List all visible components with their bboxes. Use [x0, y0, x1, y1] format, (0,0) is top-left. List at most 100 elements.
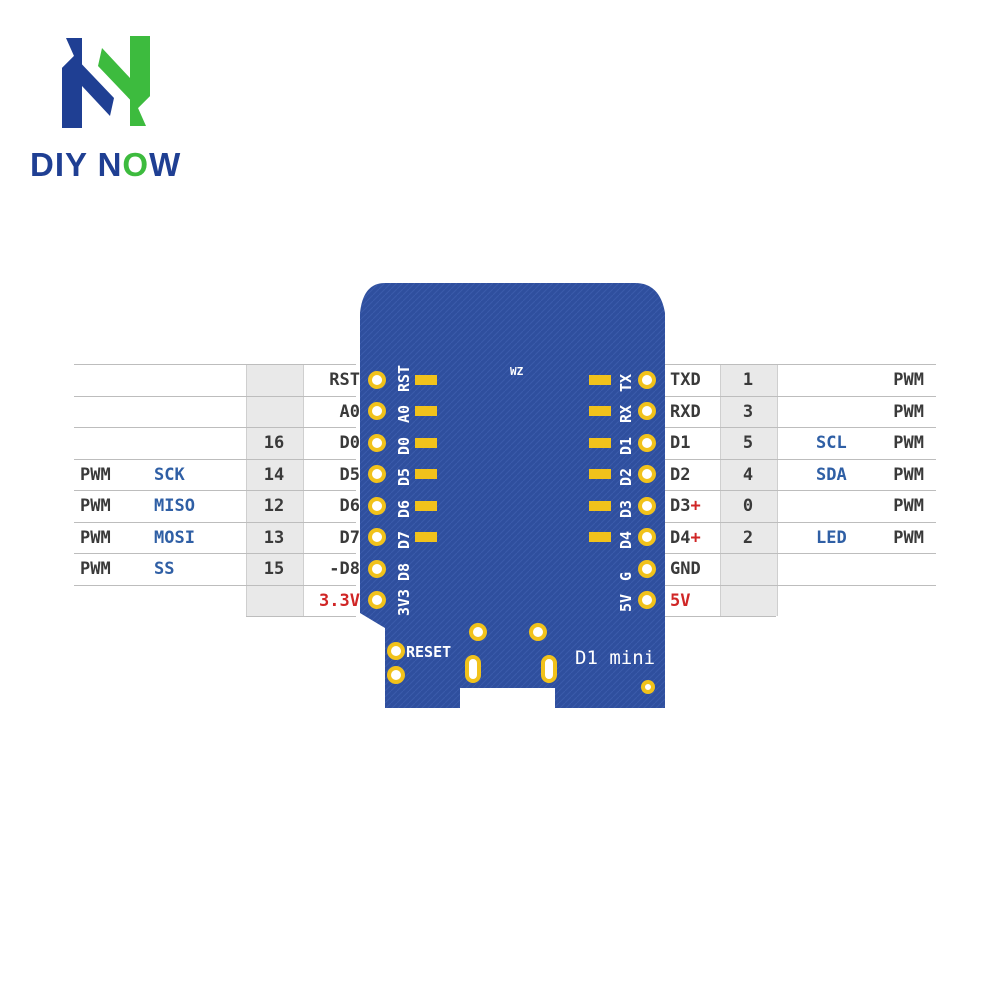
right-gpio-number: 0: [742, 496, 754, 516]
left-smd-pad: [415, 532, 437, 543]
left-gpio-number: [246, 586, 302, 616]
left-gpio-number: 15: [263, 559, 285, 579]
right-header-pad: [638, 591, 656, 610]
left-gpio-number: [246, 397, 302, 427]
right-row-line: [664, 521, 936, 523]
left-smd-pad: [415, 469, 437, 480]
diy-now-logo-icon: [62, 36, 150, 128]
reset-pad-1: [387, 642, 405, 660]
right-silk-label: 5V: [617, 594, 635, 613]
left-smd-pad: [415, 437, 437, 448]
right-pwm-label: PWM: [893, 433, 924, 453]
left-gpio-number: 12: [263, 496, 285, 516]
right-silk-label: RX: [617, 405, 635, 424]
left-function-label: SS: [154, 559, 175, 579]
right-gpio-number: 5: [742, 433, 754, 453]
left-smd-pad: [415, 406, 437, 417]
brand-name: DIY NOW: [30, 146, 200, 184]
left-gpio-number: 16: [263, 433, 285, 453]
left-header-pad: [368, 496, 386, 515]
right-silk-label: TX: [617, 373, 635, 392]
reset-pad-2: [387, 666, 405, 684]
left-row-line: [74, 584, 356, 586]
right-row-line: [664, 490, 936, 491]
left-pwm-label: PWM: [80, 527, 111, 548]
left-pin-label: 3.3V: [319, 590, 360, 611]
right-function-label: [816, 586, 876, 616]
right-pin-label: GND: [670, 554, 720, 584]
left-silk-label: D6: [395, 499, 413, 518]
right-pin-name: D4: [670, 527, 691, 548]
right-silk-label: D4: [617, 531, 635, 550]
left-pwm-label: [80, 365, 130, 395]
left-silk-label: A0: [395, 405, 413, 424]
left-pin-label: -D8: [329, 559, 360, 579]
left-row-line: [74, 427, 356, 428]
right-pin-label: D3+: [670, 491, 720, 521]
right-header-pad: [638, 559, 656, 578]
right-gpio-number: 3: [742, 401, 754, 422]
right-pin-label: RXD: [670, 397, 720, 427]
right-pin-name: 5V: [670, 590, 691, 611]
right-smd-pad: [589, 469, 611, 480]
right-row-line: [664, 395, 936, 397]
right-header-pad: [638, 465, 656, 484]
right-smd-pad: [589, 406, 611, 417]
right-pwm-label: [870, 586, 924, 616]
right-pin-name: D1: [670, 433, 691, 453]
left-pin-label: RST: [329, 370, 360, 390]
right-pin-name: D3: [670, 496, 691, 516]
brand-name-o: O: [122, 146, 150, 183]
left-function-label: [154, 365, 234, 395]
left-gpio-number: 13: [263, 527, 285, 548]
right-pin-label: TXD: [670, 365, 720, 395]
boot-strap-marker: +: [690, 527, 701, 548]
right-header-pad: [638, 496, 656, 515]
left-pwm-label: [80, 428, 130, 458]
left-header-pad: [368, 402, 386, 421]
right-gpio-number: [720, 586, 776, 616]
right-header-pad: [638, 402, 656, 421]
right-smd-pad: [589, 437, 611, 448]
right-function-label: [816, 397, 876, 427]
right-pin-name: D2: [670, 464, 691, 485]
left-row-line: [74, 395, 356, 397]
left-row-line: [74, 458, 356, 460]
left-silk-label: RST: [395, 364, 413, 392]
left-pin-label: D7: [339, 527, 360, 548]
right-function-label: LED: [816, 527, 847, 548]
left-header-pad: [368, 591, 386, 610]
boot-strap-marker: +: [690, 496, 701, 516]
oval-pad-2: [541, 655, 557, 683]
left-pwm-label: [80, 397, 130, 427]
left-silk-label: D8: [395, 562, 413, 581]
left-pin-label: D0: [339, 433, 360, 453]
right-silk-label: D3: [617, 499, 635, 518]
left-pwm-label: [80, 586, 130, 616]
left-pwm-label: PWM: [80, 496, 111, 516]
right-pwm-label: PWM: [893, 370, 924, 390]
right-pin-name: GND: [670, 559, 701, 579]
right-function-label: [816, 554, 876, 584]
right-header-pad: [638, 528, 656, 547]
left-function-label: [154, 586, 234, 616]
left-header-pad: [368, 370, 386, 389]
left-row-line: [246, 616, 356, 617]
right-row-line: [664, 458, 936, 460]
left-silk-label: 3V3: [395, 589, 413, 617]
right-row-line: [664, 584, 936, 586]
right-pwm-label: PWM: [893, 464, 924, 485]
right-pin-label: D1: [670, 428, 720, 458]
right-function-label: [816, 491, 876, 521]
left-pwm-label: PWM: [80, 559, 111, 579]
left-pwm-label: PWM: [80, 464, 111, 485]
right-header-pad: [638, 370, 656, 389]
left-header-pad: [368, 559, 386, 578]
left-row-line: [74, 521, 356, 523]
right-gpio-number: [720, 554, 776, 584]
test-pad-3: [641, 680, 655, 694]
left-row-line: [74, 364, 356, 365]
left-header-pad: [368, 465, 386, 484]
left-smd-pad: [415, 374, 437, 385]
right-function-label: SCL: [816, 433, 847, 453]
